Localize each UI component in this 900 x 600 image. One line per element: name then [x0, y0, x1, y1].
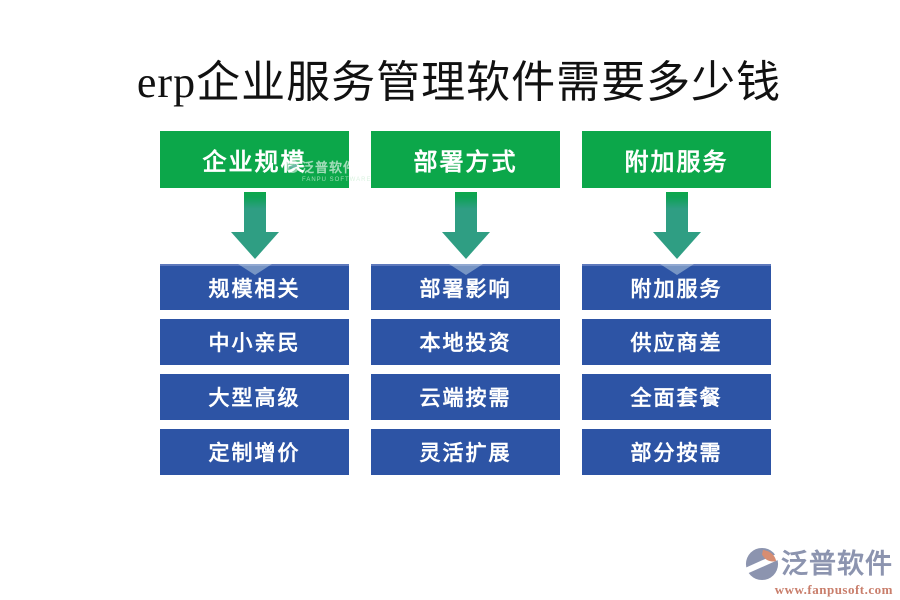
down-arrow-icon	[652, 192, 701, 259]
column-deployment-method: 部署方式 部署影响 本地投资 云端按需 灵活扩展	[371, 131, 560, 475]
column-enterprise-scale: 企业规模 规模相关 中小亲民 大型高级 定制增价	[160, 131, 349, 475]
item-box: 定制增价	[160, 429, 349, 475]
item-box: 灵活扩展	[371, 429, 560, 475]
arrow-shaft	[454, 192, 477, 232]
item-box: 供应商差	[582, 319, 771, 365]
page-title: erp企业服务管理软件需要多少钱	[136, 58, 782, 107]
down-arrow-icon	[441, 192, 490, 259]
fanpu-logo-icon	[739, 547, 784, 581]
arrow-head	[652, 232, 701, 259]
item-box: 中小亲民	[160, 319, 349, 365]
arrow-head	[230, 232, 279, 259]
arrow-shaft	[665, 192, 688, 232]
footer-logo-url: www.fanpusoft.com	[774, 582, 893, 597]
arrow-zone	[371, 188, 560, 264]
item-box: 云端按需	[371, 374, 560, 420]
item-box: 本地投资	[371, 319, 560, 365]
arrow-head	[441, 232, 490, 259]
item-box: 部分按需	[582, 429, 771, 475]
arrow-shaft	[243, 192, 266, 232]
items-list: 部署影响 本地投资 云端按需 灵活扩展	[371, 264, 560, 475]
arrow-zone	[582, 188, 771, 264]
column-header: 附加服务	[582, 131, 771, 188]
column-header: 企业规模	[160, 131, 349, 188]
item-box: 规模相关	[160, 264, 349, 310]
item-box: 大型高级	[160, 374, 349, 420]
items-list: 附加服务 供应商差 全面套餐 部分按需	[582, 264, 771, 475]
arrow-zone	[160, 188, 349, 264]
item-box: 部署影响	[371, 264, 560, 310]
footer-logo: 泛普软件 www.fanpusoft.com	[739, 547, 893, 597]
column-additional-services: 附加服务 附加服务 供应商差 全面套餐 部分按需	[582, 131, 771, 475]
columns-container: 企业规模 规模相关 中小亲民 大型高级 定制增价 部署方式	[160, 131, 771, 475]
footer-logo-name: 泛普软件	[781, 548, 893, 579]
down-arrow-icon	[230, 192, 279, 259]
footer-logo-row: 泛普软件	[739, 547, 893, 581]
item-box: 附加服务	[582, 264, 771, 310]
items-list: 规模相关 中小亲民 大型高级 定制增价	[160, 264, 349, 475]
column-header: 部署方式	[371, 131, 560, 188]
item-box: 全面套餐	[582, 374, 771, 420]
